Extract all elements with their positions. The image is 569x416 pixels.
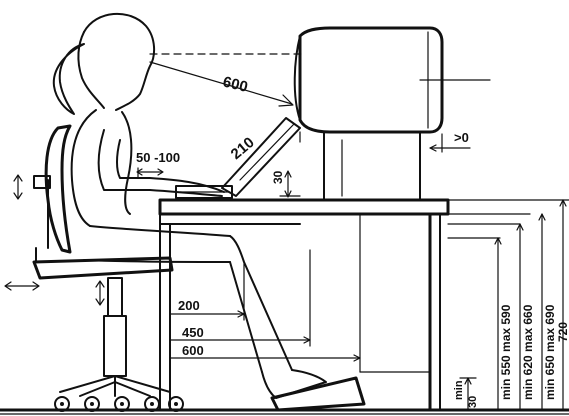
footrest-value-label: 30: [467, 396, 479, 408]
screen-gap-dimension: [429, 133, 471, 153]
office-chair: [32, 124, 174, 397]
document-holder: [221, 117, 301, 197]
height-range-2-label: min 620 max 660: [521, 304, 535, 400]
height-range-3-label: min 650 max 690: [543, 304, 557, 400]
keyboard: [175, 185, 233, 199]
seat-height-arrow: [95, 280, 105, 306]
screen-tilt-label: 210: [228, 134, 258, 163]
wrist-range-dimension: [136, 167, 164, 179]
knee-clearance-dimensions: [169, 249, 361, 362]
backrest-adjust-arrow: [13, 174, 23, 200]
screen-gap-label: >0: [454, 130, 469, 145]
height-dimensions: [447, 199, 569, 411]
footrest-min-label: min: [453, 380, 465, 400]
foot-600-label: 600: [182, 343, 204, 358]
seated-person: [52, 13, 327, 399]
seat-depth-arrow: [4, 281, 40, 291]
sight-lines: [149, 53, 491, 143]
height-range-4-label: 720: [556, 322, 569, 342]
keyboard-height-dimension: [279, 170, 301, 198]
height-range-1-label: min 550 max 590: [499, 304, 513, 400]
monitor: [293, 26, 444, 201]
knee-200-label: 200: [178, 298, 200, 313]
eye-to-screen-label: 600: [221, 73, 249, 96]
knee-450-label: 450: [182, 325, 204, 340]
wrist-range-label: 50 -100: [136, 150, 180, 165]
footrest: [270, 376, 366, 412]
keyboard-height-label: 30: [271, 170, 285, 184]
desk: [158, 198, 450, 412]
